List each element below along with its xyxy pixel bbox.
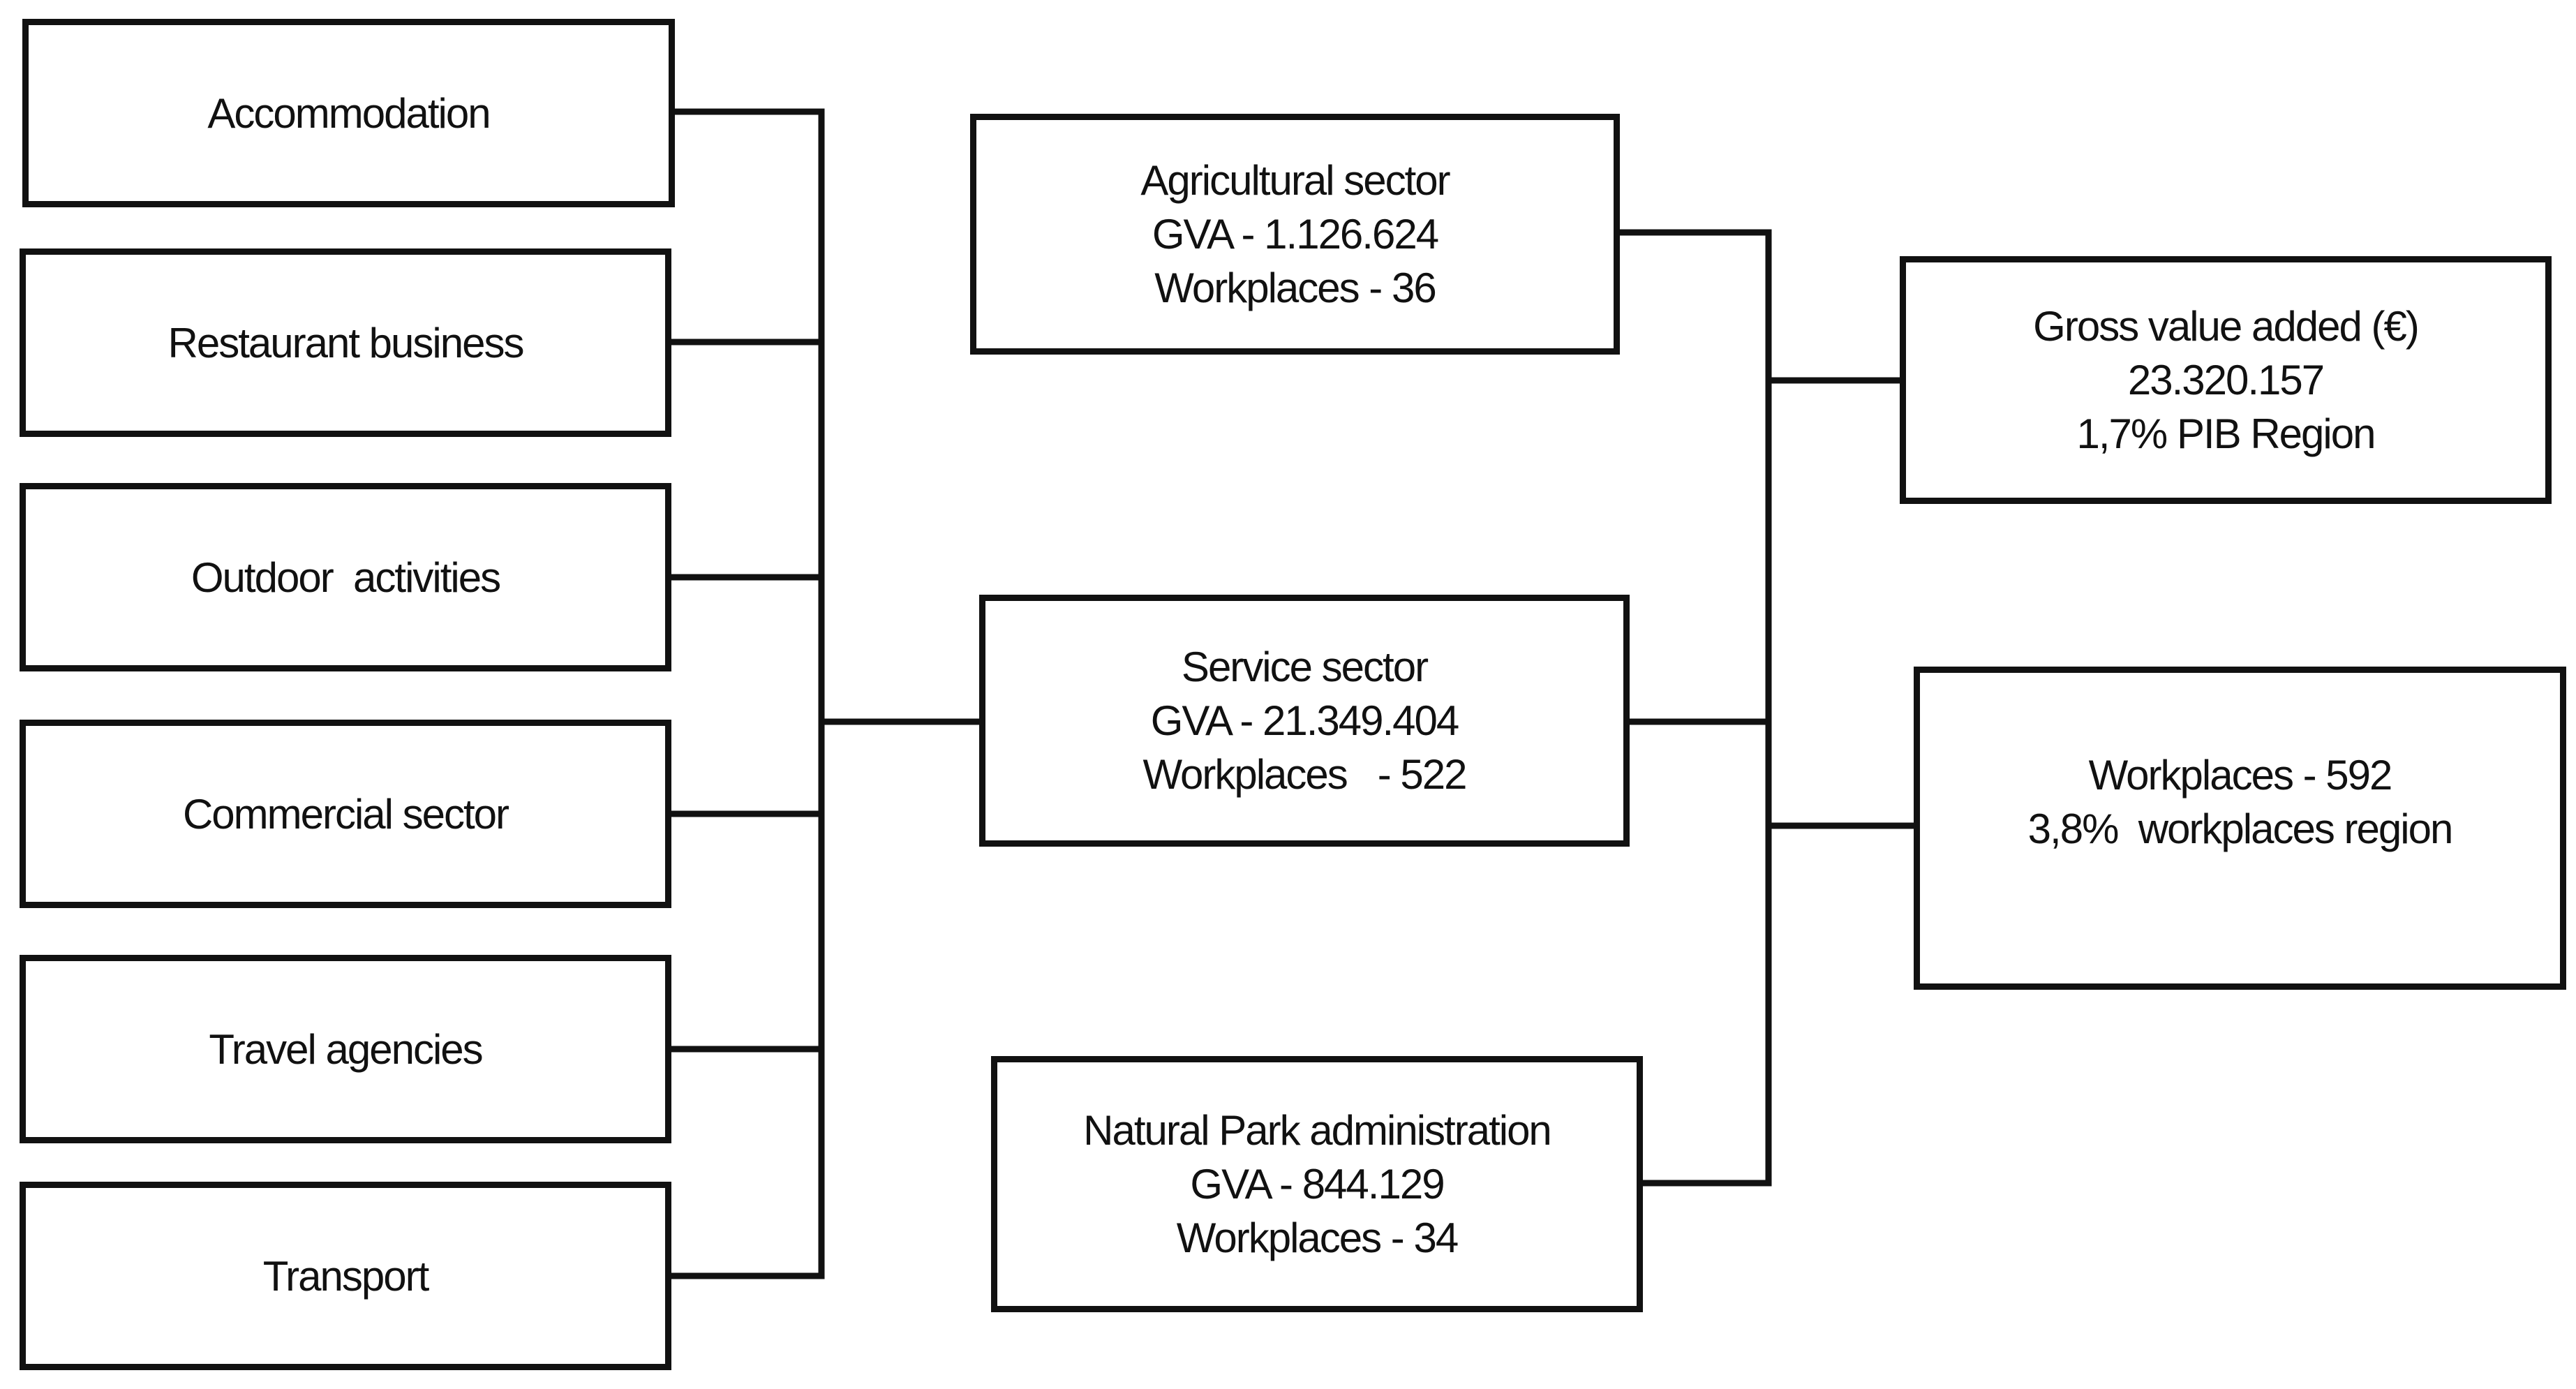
total-workplaces-value: Workplaces - 592 (2088, 752, 2393, 799)
box-agricultural-sector: Agricultural sector GVA - 1.126.624 Work… (970, 114, 1620, 355)
sector-title: Natural Park administration (1083, 1107, 1552, 1154)
box-transport: Transport (20, 1182, 671, 1370)
box-outdoor-activities: Outdoor activities (20, 483, 671, 671)
box-travel-agencies: Travel agencies (20, 955, 671, 1143)
activity-label: Transport (262, 1252, 430, 1300)
total-gva-value: 23.320.157 (2127, 357, 2325, 403)
sector-workplaces: Workplaces - 522 (1142, 751, 1467, 798)
box-gross-value-added: Gross value added (€) 23.320.157 1,7% PI… (1900, 256, 2552, 504)
box-total-workplaces: Workplaces - 592 3,8% workplaces region (1914, 667, 2566, 990)
sector-title: Service sector (1181, 644, 1429, 690)
activity-label: Outdoor activities (191, 554, 501, 601)
total-workplaces-share: 3,8% workplaces region (2027, 805, 2454, 852)
activity-label: Commercial sector (182, 790, 509, 838)
sector-workplaces: Workplaces - 36 (1154, 265, 1436, 311)
activity-label: Restaurant business (167, 319, 525, 366)
activity-label: Travel agencies (209, 1025, 483, 1073)
total-gva-share: 1,7% PIB Region (2076, 410, 2376, 457)
sector-gva: GVA - 21.349.404 (1150, 697, 1460, 744)
sector-gva: GVA - 844.129 (1190, 1161, 1445, 1208)
sector-gva: GVA - 1.126.624 (1152, 211, 1439, 258)
box-accommodation: Accommodation (22, 19, 675, 207)
box-service-sector: Service sector GVA - 21.349.404 Workplac… (979, 595, 1630, 847)
box-commercial-sector: Commercial sector (20, 720, 671, 908)
total-gva-title: Gross value added (€) (2033, 303, 2420, 350)
sector-workplaces: Workplaces - 34 (1176, 1215, 1459, 1261)
box-restaurant-business: Restaurant business (20, 248, 671, 437)
sector-title: Agricultural sector (1140, 157, 1450, 204)
box-natural-park-administration: Natural Park administration GVA - 844.12… (991, 1056, 1643, 1312)
activity-label: Accommodation (207, 89, 491, 137)
